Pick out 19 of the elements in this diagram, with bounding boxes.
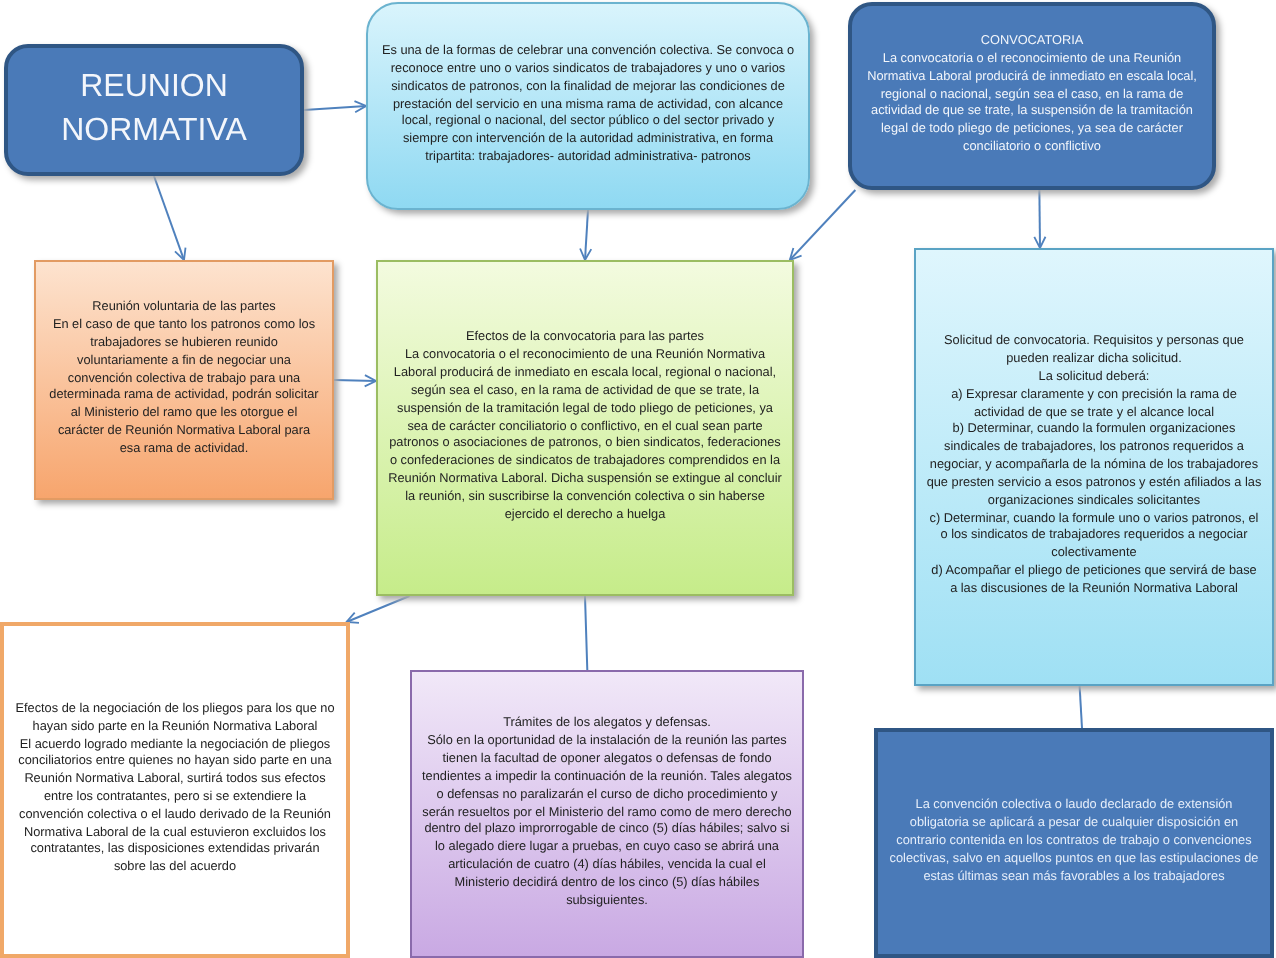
arrow [579,209,593,261]
arrow [788,189,857,261]
arrow [1033,189,1047,249]
text-box [34,260,334,500]
connector-line [584,595,589,671]
body-text: REUNION NORMATIVA [59,67,249,152]
text-box [874,728,1274,958]
arrow [333,374,377,388]
connector-line [1078,685,1083,729]
arrow [345,595,411,624]
arrow [153,175,187,261]
text-box [0,622,350,958]
text-box [410,670,804,958]
text-box [848,2,1216,190]
text-box [914,248,1274,686]
text-box [366,2,810,210]
title-box [4,44,304,176]
arrow [303,100,367,114]
text-box [376,260,794,596]
